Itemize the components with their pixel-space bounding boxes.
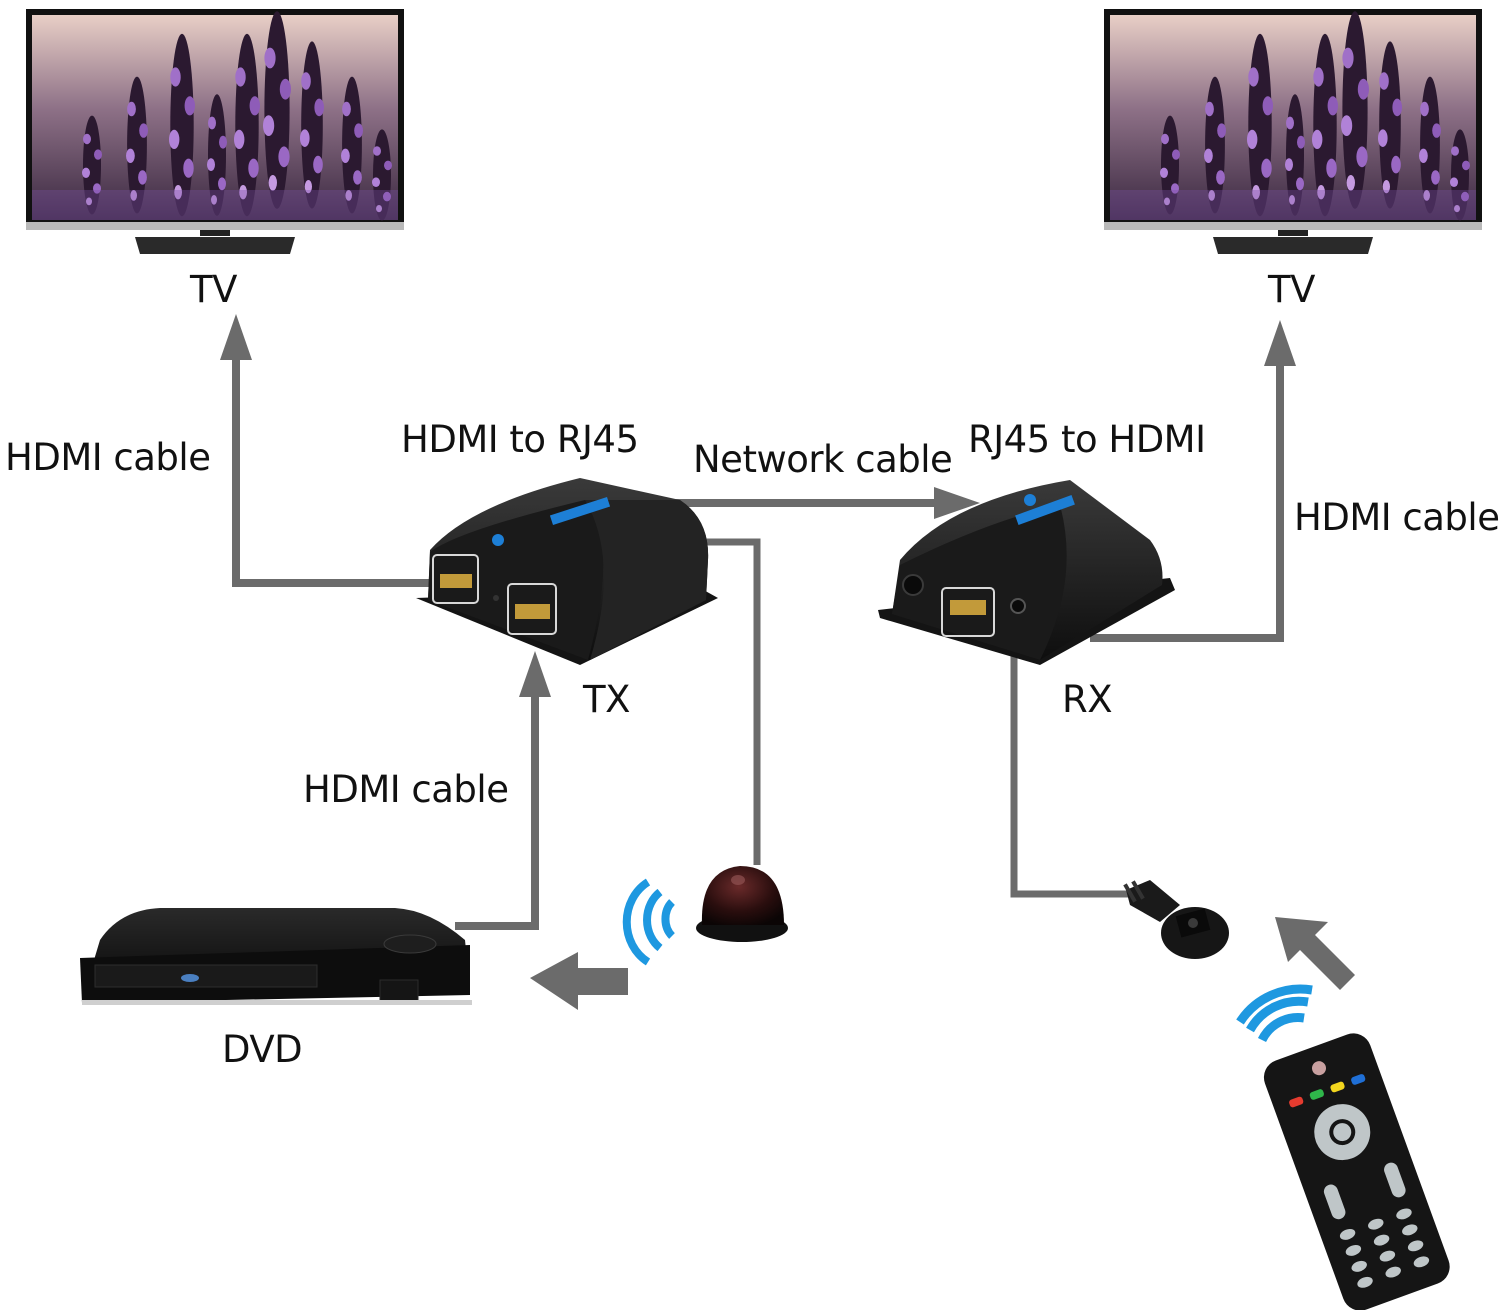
remote-control-icon	[1263, 1033, 1450, 1310]
arrowhead-right-icon	[934, 487, 980, 519]
tx-title: HDMI to RJ45	[401, 418, 639, 461]
ir-signal-left-icon	[622, 878, 676, 966]
tv-left-icon	[26, 9, 404, 254]
tv-right-icon	[1104, 9, 1482, 254]
rx-title: RJ45 to HDMI	[968, 418, 1206, 461]
edge-tx-to-tv-left	[220, 314, 430, 587]
edge-rx-to-ir-receiver	[1010, 655, 1130, 898]
edge-label-network-cable: Network cable	[693, 438, 953, 481]
arrowhead-up-icon	[1264, 320, 1296, 366]
edge-label-hdmi-cable-tv-right: HDMI cable	[1294, 496, 1500, 539]
ir-signal-right-icon	[1236, 984, 1313, 1043]
arrowhead-up-icon	[220, 314, 252, 360]
arrow-left-icon	[530, 952, 628, 1010]
rx-device-icon	[878, 480, 1175, 665]
edge-label-hdmi-cable-dvd: HDMI cable	[303, 768, 509, 811]
arrowhead-up-icon	[519, 651, 551, 697]
dvd-player-icon	[80, 908, 472, 1005]
tv-left-label: TV	[190, 268, 237, 311]
ir-emitter-icon	[696, 866, 788, 942]
tv-right-label: TV	[1268, 268, 1315, 311]
edge-tx-to-ir-emitter	[700, 538, 761, 865]
tx-device-icon	[416, 478, 718, 665]
ir-receiver-icon	[1123, 880, 1229, 959]
edge-rx-to-tv-right	[1090, 320, 1296, 642]
edge-dvd-to-tx	[455, 651, 551, 930]
rx-label: RX	[1062, 678, 1113, 721]
tx-label: TX	[583, 678, 630, 721]
edge-label-hdmi-cable-tv-left: HDMI cable	[5, 436, 211, 479]
dvd-label: DVD	[222, 1028, 303, 1071]
edge-tx-to-rx	[670, 487, 980, 519]
arrow-up-left-icon	[1275, 917, 1355, 990]
